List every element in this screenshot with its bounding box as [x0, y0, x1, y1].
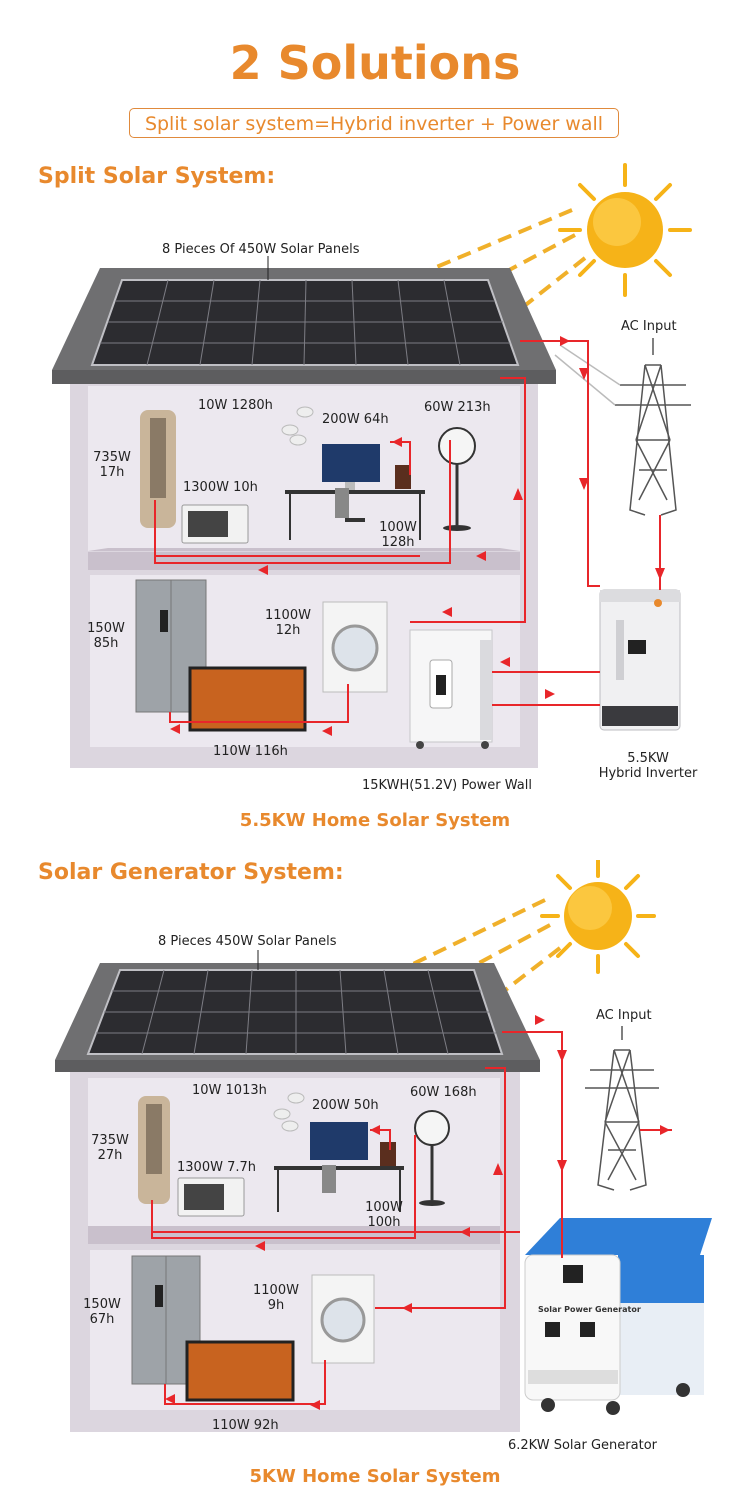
floor-slab	[88, 1226, 500, 1244]
ceiling-lights	[281, 406, 314, 446]
split-ac-input-label: AC Input	[621, 319, 677, 334]
generator-tv-label: 110W 92h	[212, 1418, 279, 1433]
split-footer: 5.5KW Home Solar System	[239, 810, 511, 831]
generator-system-diagram	[55, 860, 712, 1432]
flow-arrows	[170, 336, 665, 736]
power-pylon-icon	[554, 338, 691, 516]
microwave	[181, 504, 249, 544]
split-computer-label: 200W 64h	[322, 412, 389, 427]
split-tv-label: 110W 116h	[213, 744, 288, 759]
generator-lights-label: 10W 1013h	[192, 1083, 267, 1098]
tower-ac-unit	[138, 1096, 170, 1204]
split-microwave-label: 1300W 10h	[183, 480, 258, 495]
computer-desk	[285, 444, 425, 540]
page-title: 2 Solutions	[229, 36, 521, 90]
hybrid-inverter	[599, 589, 681, 731]
microwave	[177, 1177, 245, 1217]
generator-footer: 5KW Home Solar System	[249, 1466, 501, 1487]
generator-microwave-label: 1300W 7.7h	[177, 1160, 256, 1175]
washing-machine	[322, 601, 388, 693]
power-wall-battery	[409, 629, 493, 749]
solar-panels	[86, 969, 504, 1055]
split-lights-label: 10W 1280h	[198, 398, 273, 413]
standing-fan	[414, 1110, 450, 1206]
generator-panels-label: 8 Pieces 450W Solar Panels	[158, 934, 337, 949]
split-power-wall-label: 15KWH(51.2V) Power Wall	[362, 778, 532, 793]
solar-panels	[90, 279, 520, 366]
subtitle-box: Split solar system=Hybrid inverter + Pow…	[129, 108, 619, 138]
wiring	[151, 1031, 672, 1405]
computer-desk	[274, 1122, 404, 1212]
flow-arrows	[165, 1015, 670, 1410]
sun-icon	[540, 860, 656, 974]
split-fan-label: 60W 213h	[424, 400, 491, 415]
solar-generator-unit	[524, 1218, 712, 1415]
sun-icon	[558, 163, 692, 297]
washing-machine	[311, 1274, 375, 1364]
generator-computer-label: 200W 50h	[312, 1098, 379, 1113]
split-system-diagram	[52, 163, 692, 768]
generator-system-heading: Solar Generator System:	[38, 860, 344, 885]
television	[185, 1340, 295, 1402]
generator-fan-label: 60W 168h	[410, 1085, 477, 1100]
generator-unit-label: 6.2KW Solar Generator	[508, 1438, 657, 1453]
television	[188, 666, 307, 732]
generator-device-label: Solar Power Generator	[538, 1305, 641, 1314]
wiring	[154, 340, 661, 723]
ceiling-lights	[273, 1092, 305, 1132]
generator-ac-input-label: AC Input	[596, 1008, 652, 1023]
split-system-heading: Split Solar System:	[38, 164, 276, 189]
power-pylon-icon	[585, 1026, 659, 1191]
floor-slab	[88, 552, 520, 570]
split-panels-label: 8 Pieces Of 450W Solar Panels	[162, 242, 360, 257]
